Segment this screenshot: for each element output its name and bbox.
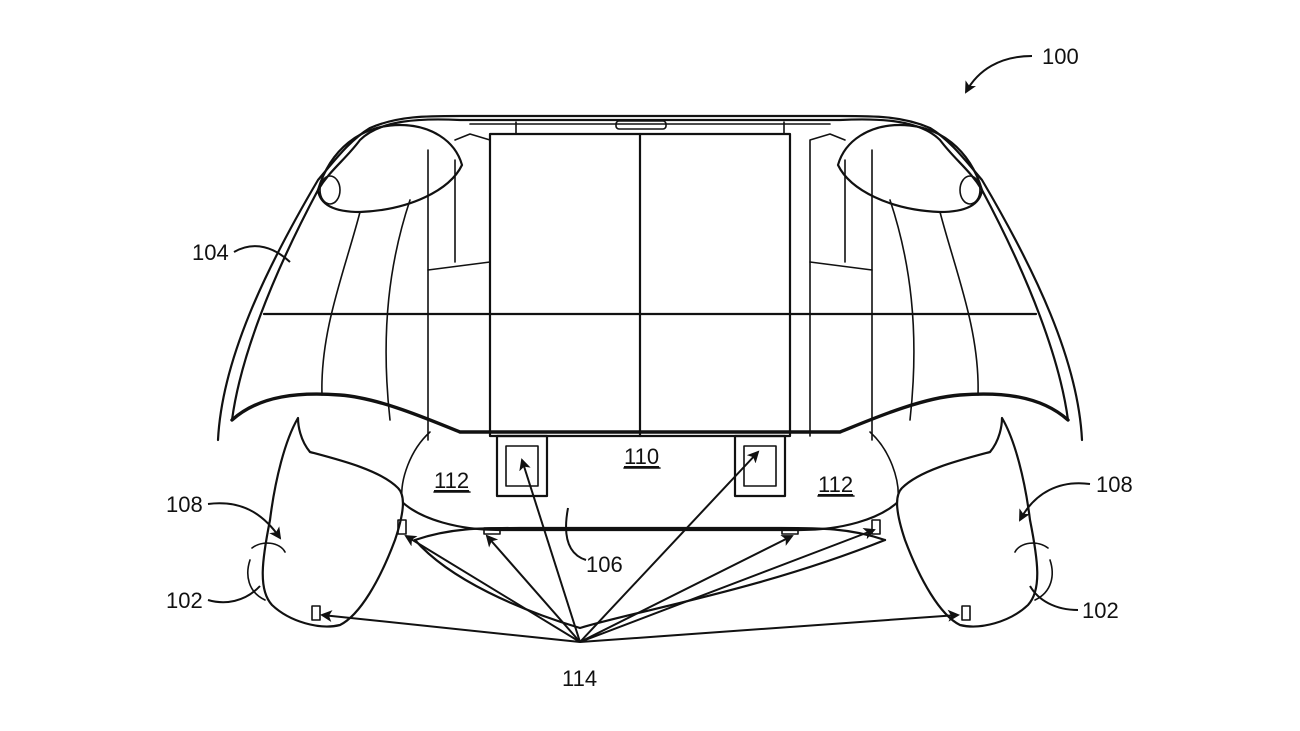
leader-102-left <box>207 585 261 604</box>
controller-body <box>216 114 1084 442</box>
leader-108-right <box>1019 482 1091 522</box>
trigger-left <box>247 416 407 628</box>
label-114: 114 <box>562 666 597 691</box>
leader-100 <box>965 55 1033 94</box>
marker-mid-right <box>781 527 799 535</box>
label-106: 106 <box>586 552 623 577</box>
label-110: 110 <box>624 444 659 469</box>
leader-104 <box>233 245 291 263</box>
leader-102-right <box>1029 585 1079 611</box>
label-102-right: 102 <box>1082 598 1119 623</box>
label-108-left: 108 <box>166 492 203 517</box>
label-112-right: 112 <box>818 472 853 497</box>
leader-106 <box>565 507 587 561</box>
label-102-left: 102 <box>166 588 203 613</box>
label-108-right: 108 <box>1096 472 1133 497</box>
leader-108-left <box>207 502 282 540</box>
label-100: 100 <box>1042 44 1079 69</box>
marker-mid-left <box>483 527 501 535</box>
mid-band <box>262 199 1038 441</box>
trigger-right <box>871 416 1053 628</box>
lower-housing <box>398 431 902 630</box>
arrows-114 <box>320 450 960 643</box>
lower-lip <box>230 392 1070 434</box>
slot-right <box>733 434 787 498</box>
label-104: 104 <box>192 240 229 265</box>
center-panel <box>427 132 873 438</box>
label-112-left: 112 <box>434 468 469 493</box>
slot-left <box>495 434 549 498</box>
